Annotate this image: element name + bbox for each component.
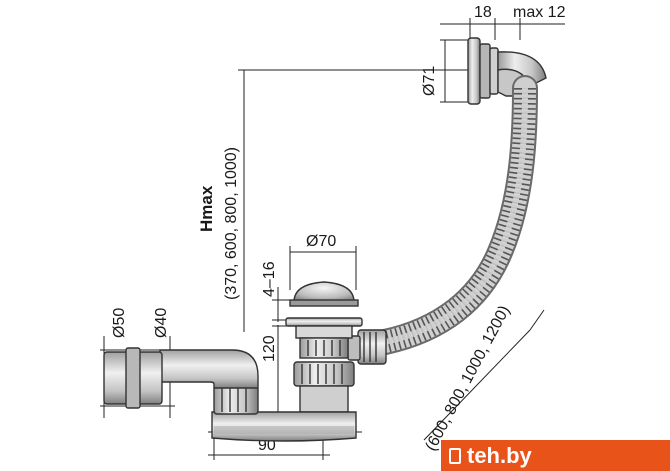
outlet-elbow bbox=[103, 347, 259, 415]
dim-h-values: (370, 600, 800, 1000) bbox=[223, 147, 240, 300]
dim-drain-diameter: Ø70 bbox=[306, 233, 336, 250]
dim-overflow-diameter: Ø71 bbox=[421, 66, 438, 96]
site-watermark: teh.by bbox=[441, 440, 670, 471]
dim-drain-gap: 4–16 bbox=[261, 261, 278, 297]
dim-h-label: Hmax bbox=[197, 185, 216, 232]
dim-top-width: 18 bbox=[474, 4, 492, 21]
hose-connector bbox=[347, 329, 387, 365]
watermark-text: teh.by bbox=[467, 442, 532, 468]
dim-height-120: 120 bbox=[261, 335, 278, 362]
drain-assembly bbox=[211, 281, 363, 442]
overflow-hose bbox=[372, 75, 538, 355]
dim-outlet-d40: Ø40 bbox=[153, 308, 170, 338]
dim-top-max: max 12 bbox=[513, 4, 566, 21]
dim-outlet-d50: Ø50 bbox=[111, 308, 128, 338]
device-icon bbox=[449, 447, 461, 464]
